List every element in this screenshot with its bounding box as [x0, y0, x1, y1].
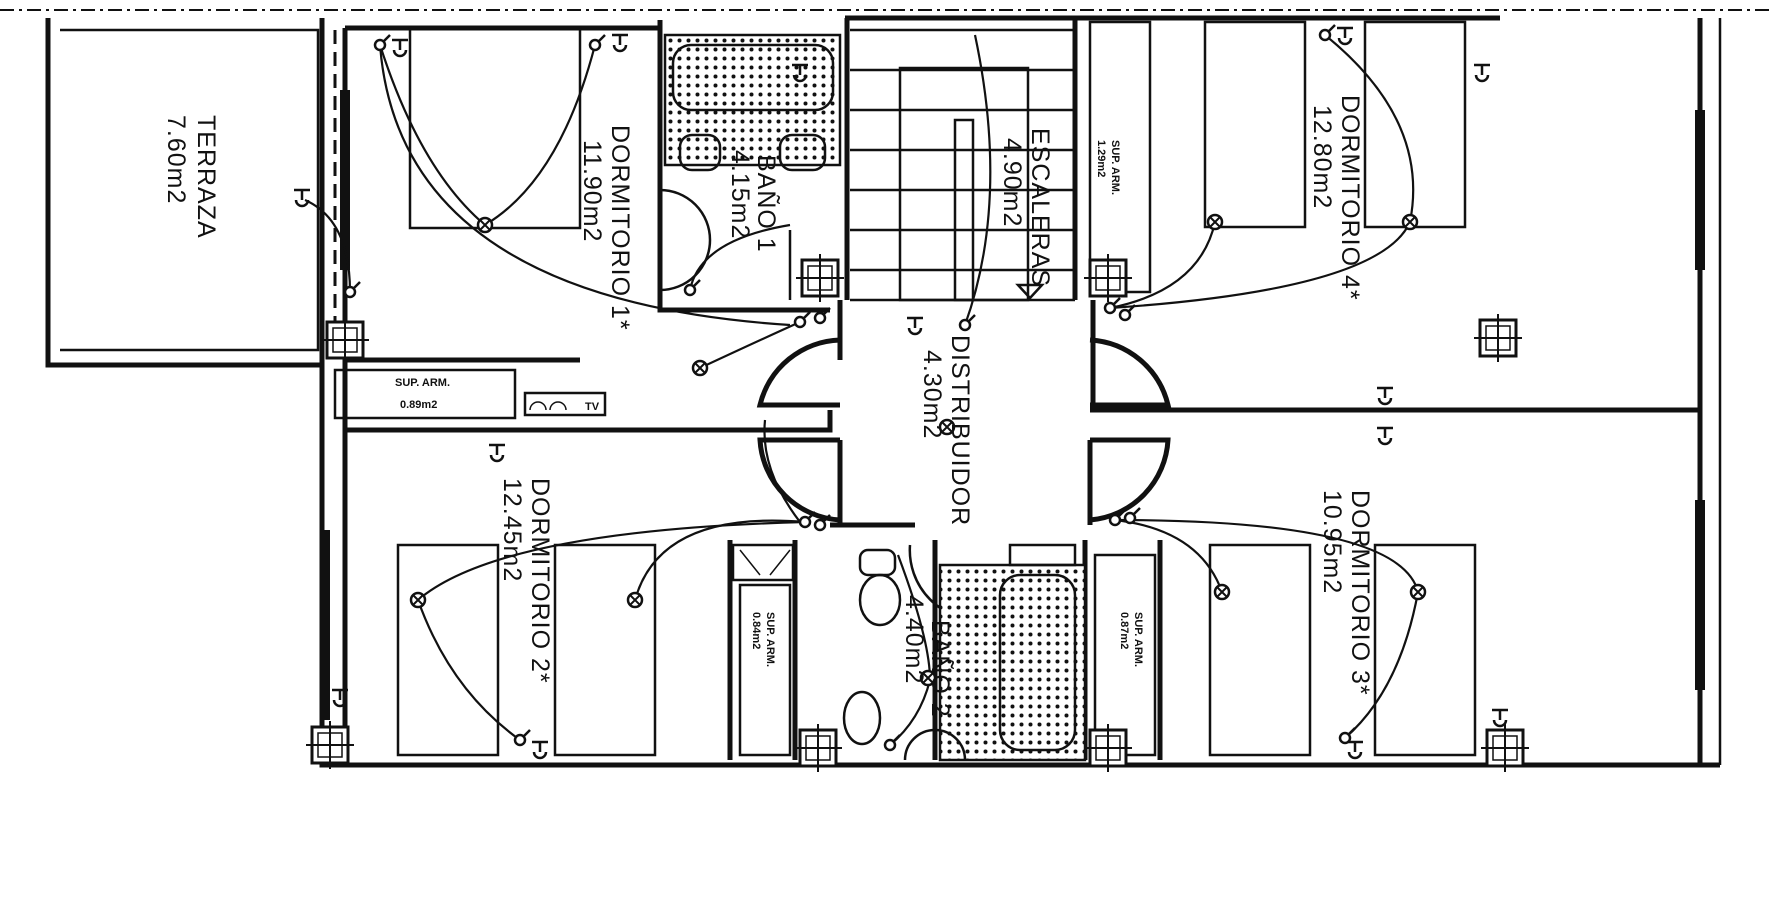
svg-text:10.95m2: 10.95m2 — [1318, 490, 1346, 594]
svg-text:0.87m2: 0.87m2 — [1118, 612, 1130, 649]
switches — [343, 23, 1357, 752]
svg-text:7.60m2: 7.60m2 — [162, 115, 190, 204]
svg-text:12.45m2: 12.45m2 — [498, 478, 526, 582]
svg-text:SUP. ARM.: SUP. ARM. — [1132, 612, 1144, 667]
svg-text:4.15m2: 4.15m2 — [726, 150, 754, 239]
svg-text:4.30m2: 4.30m2 — [918, 350, 946, 439]
room-label-dormitorio-4: DORMITORIO 4* 12.80m2 — [1308, 95, 1364, 301]
svg-text:0.84m2: 0.84m2 — [750, 612, 762, 649]
svg-text:DORMITORIO 1*: DORMITORIO 1* — [606, 125, 634, 331]
svg-text:11.90m2: 11.90m2 — [578, 140, 606, 242]
closet-label-2: SUP. ARM. 0.89m2 — [395, 377, 450, 411]
beds — [396, 20, 1477, 757]
svg-text:DORMITORIO 3*: DORMITORIO 3* — [1346, 490, 1374, 696]
room-label-bano-2: BAÑO 2 4.40m2 — [900, 595, 955, 718]
svg-text:DORMITORIO 4*: DORMITORIO 4* — [1336, 95, 1364, 301]
room-label-escaleras: ESCALERAS 4.90m2 — [998, 128, 1054, 287]
svg-text:SUP. ARM.: SUP. ARM. — [1109, 140, 1121, 195]
svg-text:SUP. ARM.: SUP. ARM. — [395, 377, 450, 389]
svg-text:BAÑO 1: BAÑO 1 — [752, 155, 781, 253]
svg-text:4.40m2: 4.40m2 — [900, 595, 928, 684]
svg-text:DORMITORIO 2*: DORMITORIO 2* — [526, 478, 554, 684]
svg-text:1.29m2: 1.29m2 — [1095, 140, 1107, 177]
svg-text:0.89m2: 0.89m2 — [400, 399, 437, 411]
svg-text:BAÑO 2: BAÑO 2 — [926, 620, 955, 718]
room-label-dormitorio-3: DORMITORIO 3* 10.95m2 — [1318, 490, 1374, 696]
svg-text:SUP. ARM.: SUP. ARM. — [764, 612, 776, 667]
svg-text:ESCALERAS: ESCALERAS — [1026, 128, 1054, 287]
tv-sockets: TV — [523, 391, 607, 417]
svg-text:DISTRIBUIDOR: DISTRIBUIDOR — [946, 335, 974, 526]
svg-text:4.90m2: 4.90m2 — [998, 138, 1026, 227]
room-label-bano-1: BAÑO 1 4.15m2 — [726, 150, 781, 253]
closet-label-1: SUP. ARM. 1.29m2 — [1095, 140, 1121, 195]
room-label-terraza: TERRAZA 7.60m2 — [162, 115, 220, 239]
svg-text:TERRAZA: TERRAZA — [192, 115, 220, 239]
closet-label-3: SUP. ARM. 0.84m2 — [750, 612, 776, 667]
terrace — [45, 18, 337, 368]
room-label-dormitorio-1: DORMITORIO 1* 11.90m2 — [578, 125, 634, 331]
electrical-wiring — [304, 34, 1420, 746]
room-label-distribuidor: DISTRIBUIDOR 4.30m2 — [918, 335, 974, 526]
bathroom-fixtures — [659, 33, 1087, 762]
room-label-dormitorio-2: DORMITORIO 2* 12.45m2 — [498, 478, 554, 684]
svg-text:12.80m2: 12.80m2 — [1308, 105, 1336, 209]
staircase — [850, 28, 1075, 302]
tv-label: TV — [585, 401, 600, 413]
closet-label-4: SUP. ARM. 0.87m2 — [1118, 612, 1144, 667]
interior-walls — [333, 18, 1700, 760]
